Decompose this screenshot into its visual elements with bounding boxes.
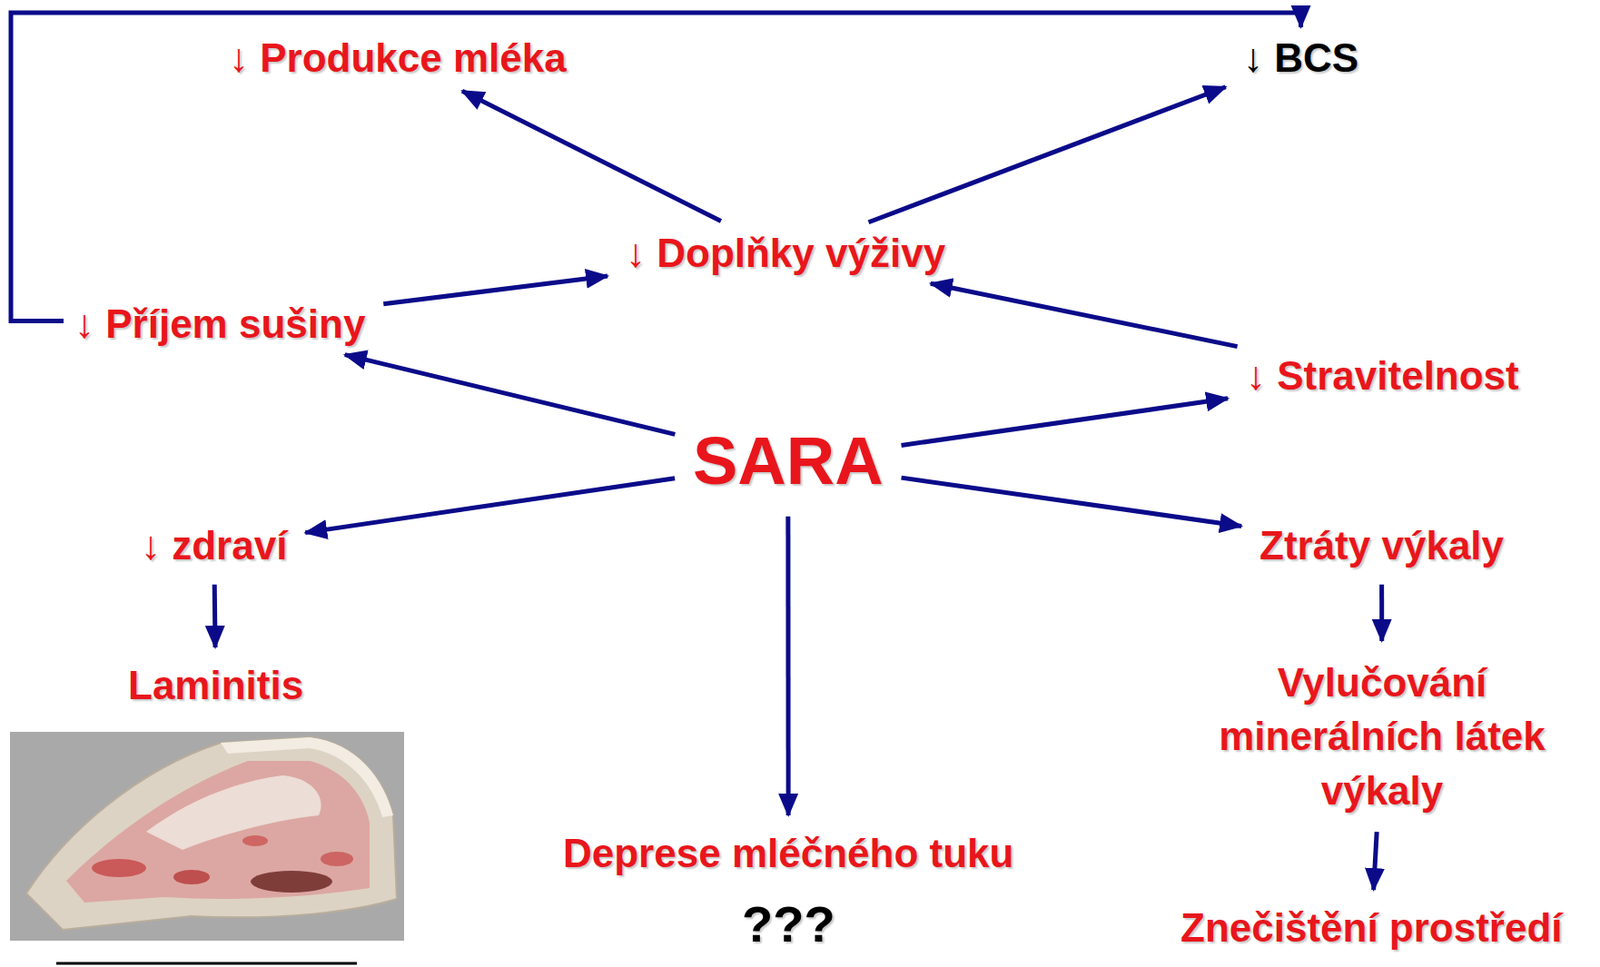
arrow-connector [345, 355, 676, 435]
text-node: Znečištění prostředí [1173, 900, 1571, 957]
arrow-connector [1373, 831, 1378, 890]
note-label: ??? [736, 897, 841, 952]
node-text: ↓ Doplňky výživy [625, 229, 946, 278]
text-node: Ztráty výkaly [1252, 518, 1512, 574]
arrow-connector [1379, 584, 1384, 642]
text-node: ↓ zdraví [133, 518, 295, 574]
node-text: ↓ zdraví [140, 522, 287, 571]
scale-bar [56, 962, 357, 966]
node-text: ↓ BCS [1243, 34, 1359, 83]
text-node: ↓ BCS [1235, 30, 1366, 87]
arrow-connector [305, 478, 675, 534]
text-node: SARA [685, 417, 891, 506]
node-text: Deprese mléčného tuku [562, 829, 1014, 879]
arrow-connector [462, 90, 721, 221]
node-text: SARA [692, 421, 884, 503]
text-node: Deprese mléčného tuku [555, 826, 1021, 882]
arrow-connector [785, 516, 791, 816]
text-node: Vylučování minerálních látek výkaly [1182, 651, 1582, 821]
node-text: Vylučování minerálních látek výkaly [1189, 655, 1575, 818]
node-text: ↓ Stravitelnost [1245, 352, 1520, 401]
arrow-connector [383, 276, 608, 305]
text-node: ↓ Produkce mléka [221, 30, 574, 87]
arrow-connector [901, 398, 1229, 446]
arrow-connector [212, 584, 218, 648]
node-text: Laminitis [128, 661, 304, 711]
arrow-connector [901, 477, 1243, 526]
text-node: ↓ Příjem sušiny [67, 296, 373, 353]
text-node: ↓ Doplňky výživy [618, 226, 953, 282]
node-text: ↓ Příjem sušiny [74, 300, 366, 349]
text-node: ↓ Stravitelnost [1238, 348, 1527, 405]
arrow-connector [869, 87, 1226, 223]
arrow-connector [10, 12, 1302, 321]
node-text: Ztráty výkaly [1259, 522, 1504, 571]
arrow-connector [930, 283, 1238, 346]
node-text: Znečištění prostředí [1180, 904, 1563, 953]
text-node: Laminitis [120, 658, 311, 714]
node-text: ↓ Produkce mléka [228, 34, 567, 83]
hoof-photo [9, 731, 405, 941]
